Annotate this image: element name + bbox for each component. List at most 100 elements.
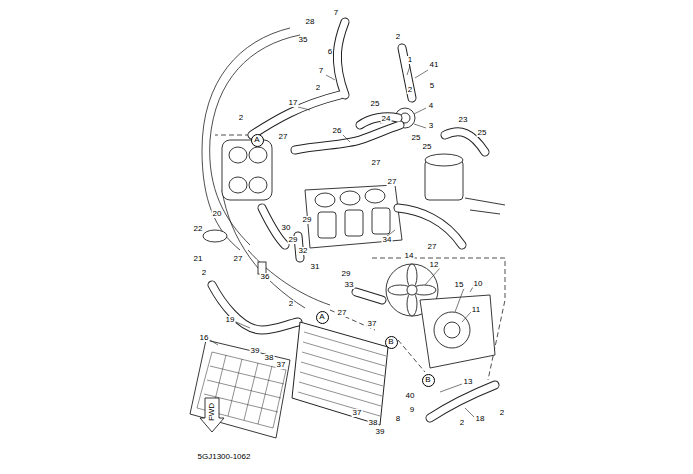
callout-number: 39 [375, 428, 386, 436]
callout-number: 25 [370, 100, 381, 108]
drawing-part [212, 285, 298, 330]
callout-number: 18 [475, 415, 486, 423]
drawing-part [318, 212, 336, 238]
drawing-part [343, 135, 350, 142]
callout-number: FWD [208, 402, 216, 422]
callout-number: 27 [337, 309, 348, 317]
callout-number: 2 [315, 84, 321, 92]
callout-number: 2 [395, 33, 401, 41]
callout-number: 23 [458, 116, 469, 124]
callout-number: 29 [341, 270, 352, 278]
callout-number: 27 [233, 255, 244, 263]
engine-block [305, 185, 402, 248]
drawing-part [236, 322, 250, 328]
drawing-part [425, 268, 440, 285]
callout-number: 16 [199, 334, 210, 342]
drawing-part [305, 185, 402, 248]
callout-number: 7 [333, 9, 339, 17]
reference-circle: A [316, 311, 329, 324]
drawing-part [229, 177, 247, 193]
callout-number: 4 [428, 102, 434, 110]
callout-number: 27 [278, 133, 289, 141]
radiator-cover [190, 340, 290, 438]
drawing-part [356, 292, 382, 300]
radiator-cap [203, 230, 266, 274]
callout-number: 25 [411, 134, 422, 142]
callout-number: 21 [193, 255, 204, 263]
drawing-part [430, 385, 495, 418]
callout-number: 27 [387, 178, 398, 186]
drawing-part [298, 107, 310, 110]
callout-number: 9 [409, 406, 415, 414]
drawing-part [440, 384, 462, 392]
drawing-part [360, 117, 398, 125]
leader-lines [210, 66, 474, 417]
callout-number: 5 [429, 82, 435, 90]
fwd-arrow [200, 398, 224, 432]
drawing-part [372, 258, 505, 380]
callout-number: 35 [298, 36, 309, 44]
callout-number: 19 [225, 316, 236, 324]
drawing-part [425, 154, 463, 166]
callout-number: 13 [463, 378, 474, 386]
reference-letter: B [388, 338, 393, 346]
callout-number: 31 [310, 263, 321, 271]
drawing-part [252, 95, 340, 135]
drawing-part [398, 340, 425, 372]
throttle-bodies [222, 140, 272, 200]
callout-number: 11 [471, 306, 481, 314]
reference-letter: A [319, 313, 324, 321]
callout-number: 20 [212, 210, 223, 218]
drawing-part [315, 193, 335, 207]
callout-number: 17 [288, 99, 299, 107]
drawing-part [414, 108, 426, 114]
callout-number: 27 [427, 243, 438, 251]
callout-number: 7 [318, 67, 324, 75]
callout-number: 3 [428, 122, 434, 130]
drawing-part [398, 208, 462, 245]
callout-number: 41 [429, 61, 440, 69]
reference-letter: A [254, 136, 259, 144]
reference-circle: A [251, 134, 264, 147]
callout-number: 8 [395, 415, 401, 423]
drawing-part [407, 285, 417, 295]
drawing-part [465, 408, 474, 417]
drawing-part [465, 198, 505, 214]
drawing-part [295, 125, 400, 150]
drawing-part [455, 288, 464, 312]
drawing-part [365, 189, 385, 203]
callout-number: 39 [250, 347, 261, 355]
drawing-part [202, 28, 290, 250]
drawing-part [407, 264, 417, 288]
drawing-part [444, 322, 460, 338]
callout-number: 40 [405, 392, 416, 400]
callout-number: 14 [404, 252, 415, 260]
drawing-part [360, 117, 398, 125]
drawing-part [210, 340, 218, 345]
callout-number: 12 [429, 261, 440, 269]
reference-letter: B [425, 376, 430, 384]
callout-number: 32 [298, 247, 309, 255]
drawing-part [415, 70, 428, 78]
callout-number: 2 [459, 419, 465, 427]
drawing-part [398, 208, 462, 245]
drawing-part [197, 352, 286, 428]
callout-number: 36 [260, 273, 271, 281]
radiator [292, 322, 388, 425]
drawing-part [249, 147, 267, 163]
drawing-part [298, 332, 386, 416]
callout-number: 28 [305, 18, 316, 26]
callout-number: 15 [454, 281, 465, 289]
drawing-part [462, 312, 471, 322]
drawing-part [430, 385, 495, 418]
callout-number: 2 [201, 269, 207, 277]
reference-circle: B [385, 336, 398, 349]
callout-number: 29 [302, 216, 313, 224]
callout-number: 26 [332, 127, 343, 135]
drawing-part [337, 22, 345, 95]
drawing-part [337, 22, 345, 95]
drawing-part [326, 75, 335, 80]
callout-number: 22 [193, 225, 204, 233]
